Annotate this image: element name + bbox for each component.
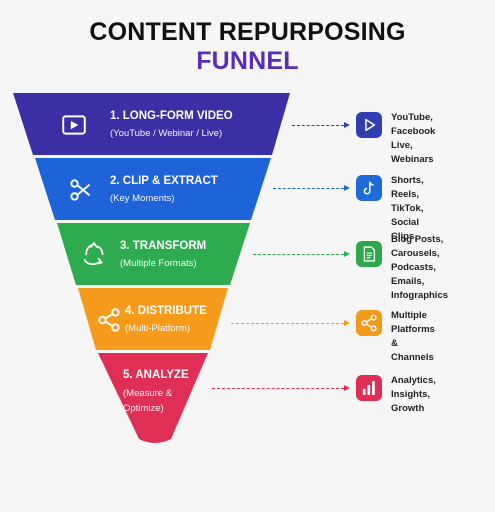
stage-subtitle: (Multiple Formats)	[120, 258, 197, 269]
arrowhead	[344, 122, 350, 128]
output-badge-tiktok-icon	[356, 175, 382, 201]
stage-subtitle: (YouTube / Webinar / Live)	[110, 128, 223, 139]
share-icon	[95, 306, 123, 339]
stage-subtitle-line-2: Optimize)	[123, 403, 164, 414]
output-badge-document-icon	[356, 241, 382, 267]
output-line: Blog Posts, Carousels,	[391, 234, 444, 259]
arrowhead	[344, 185, 350, 191]
output-description: Shorts, Reels, TikTok, Social Clips	[391, 174, 424, 244]
output-line: Infographics	[391, 290, 449, 301]
output-badge-play-icon	[356, 112, 382, 138]
stage-subtitle: (Key Moments)	[110, 193, 175, 204]
output-line: Growth	[391, 403, 425, 414]
stage-subtitle: (Multi-Platform)	[125, 323, 190, 334]
funnel-band-5	[98, 353, 208, 443]
stage-title: 1. LONG-FORM VIDEO	[110, 110, 233, 122]
output-line: Shorts, Reels, TikTok,	[391, 175, 424, 214]
output-line: Live, Webinars	[391, 140, 434, 165]
funnel-band-3	[57, 223, 250, 285]
output-description: Blog Posts, Carousels, Podcasts, Emails, I…	[391, 233, 448, 303]
stage-title: 5. ANALYZE	[123, 369, 189, 381]
play-icon	[359, 115, 379, 135]
bar-chart-icon	[359, 378, 379, 398]
connector-arrow	[253, 254, 344, 255]
arrowhead	[344, 251, 350, 257]
scissors-icon	[67, 176, 95, 209]
connector-arrow	[231, 323, 344, 324]
stage-subtitle: (Measure &	[123, 388, 173, 399]
connector-arrow	[292, 125, 344, 126]
arrowhead	[344, 320, 350, 326]
share-icon	[359, 313, 379, 333]
arrowhead	[344, 385, 350, 391]
stage-title: 2. CLIP & EXTRACT	[110, 175, 218, 187]
output-description: Multiple Platforms & Channels	[391, 309, 435, 365]
video-play-icon	[60, 111, 88, 144]
output-line: YouTube, Facebook	[391, 112, 436, 137]
output-line: Analytics, Insights,	[391, 375, 436, 400]
output-badge-bar-chart-icon	[356, 375, 382, 401]
funnel-band-2	[35, 158, 271, 220]
recycle-icon	[80, 241, 108, 274]
funnel-band-1	[13, 93, 290, 155]
output-line: Multiple Platforms &	[391, 310, 435, 349]
output-badge-share-icon	[356, 310, 382, 336]
output-description: Analytics, Insights, Growth	[391, 374, 436, 416]
tiktok-icon	[359, 178, 379, 198]
connector-arrow	[212, 388, 344, 389]
document-icon	[359, 244, 379, 264]
output-line: Social Clips	[391, 217, 419, 242]
funnel-band-4	[78, 288, 228, 350]
output-line: Channels	[391, 352, 434, 363]
title-line-2: FUNNEL	[196, 47, 299, 75]
output-line: Podcasts, Emails,	[391, 262, 436, 287]
stage-title: 3. TRANSFORM	[120, 240, 207, 252]
title-line-1: CONTENT REPURPOSING	[89, 18, 406, 46]
connector-arrow	[273, 188, 344, 189]
stage-title: 4. DISTRIBUTE	[125, 305, 207, 317]
